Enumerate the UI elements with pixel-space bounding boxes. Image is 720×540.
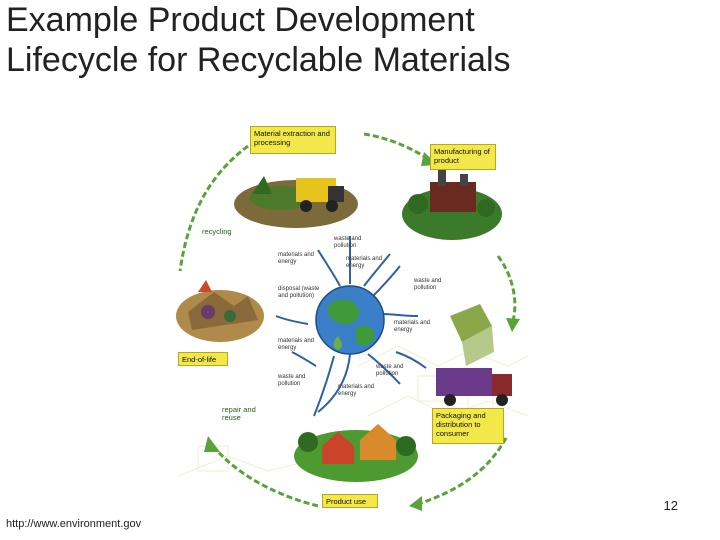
end-of-life-illustration xyxy=(176,280,264,342)
flow-label-right-materials: materials and energy xyxy=(394,320,431,333)
lifecycle-diagram: Material extraction and processing Manuf… xyxy=(168,116,532,516)
packaging-illustration xyxy=(436,304,512,406)
page-number: 12 xyxy=(663,498,678,513)
slide-title: Example Product Development Lifecycle fo… xyxy=(6,0,706,80)
stage-packaging: Packaging and distribution to consumer xyxy=(432,408,504,444)
lifecycle-diagram-graphics xyxy=(168,116,532,516)
product-use-illustration xyxy=(294,424,418,482)
flow-label-top-waste: waste and pollution xyxy=(334,236,362,249)
flow-label-lower-materials: materials and energy xyxy=(338,384,375,397)
stage-end-of-life: End-of-life xyxy=(178,352,228,366)
source-url: http://www.environment.gov xyxy=(6,518,142,530)
flow-label-left-materials: materials and energy xyxy=(278,338,315,351)
manufacturing-illustration xyxy=(402,170,502,240)
stage-product-use: Product use xyxy=(322,494,378,508)
transition-recycling: recycling xyxy=(202,227,232,236)
flow-label-left-disposal: disposal (waste and pollution) xyxy=(278,286,320,299)
slide-title-line-2: Lifecycle for Recyclable Materials xyxy=(6,41,511,79)
transition-repair-reuse: repair and reuse xyxy=(222,405,256,422)
earth-globe xyxy=(315,285,385,355)
slide-title-line-1: Example Product Development xyxy=(6,1,475,39)
flow-label-lower-left-waste: waste and pollution xyxy=(278,374,306,387)
flow-label-top-right-materials: materials and energy xyxy=(346,256,383,269)
flow-label-lower-right-waste: waste and pollution xyxy=(376,364,404,377)
stage-material-extraction: Material extraction and processing xyxy=(250,126,336,154)
extraction-illustration xyxy=(234,176,358,228)
stage-manufacturing: Manufacturing of product xyxy=(430,144,496,170)
flow-label-right-waste: waste and pollution xyxy=(414,278,442,291)
flow-label-top-left-materials: materials and energy xyxy=(278,252,315,265)
